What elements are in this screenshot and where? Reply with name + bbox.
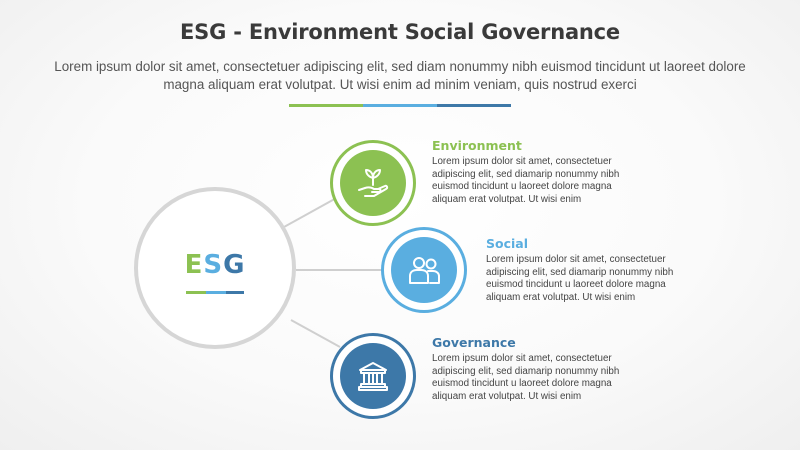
environment-title: Environment <box>432 138 522 153</box>
page-title: ESG - Environment Social Governance <box>180 20 620 44</box>
people-icon <box>409 257 440 284</box>
social-description: Lorem ipsum dolor sit amet, consectetuer… <box>486 254 674 303</box>
governance-title: Governance <box>432 335 516 350</box>
environment-description: Lorem ipsum dolor sit amet, consectetuer… <box>432 156 620 205</box>
connector-governance <box>290 319 341 348</box>
title-divider-light-blue <box>363 104 437 107</box>
connector-environment <box>283 195 341 228</box>
title-divider-green <box>289 104 363 107</box>
esg-underline-green <box>186 291 206 294</box>
esg-underline-dark-blue <box>226 291 244 294</box>
governance-description: Lorem ipsum dolor sit amet, consectetuer… <box>432 353 620 402</box>
title-divider-dark-blue <box>437 104 511 107</box>
social-title: Social <box>486 236 529 251</box>
esg-center-label: ESG <box>134 250 296 280</box>
esg-letter-g: G <box>223 250 246 280</box>
esg-letter-s: S <box>203 250 224 280</box>
esg-underline-light-blue <box>206 291 226 294</box>
esg-center-circle <box>134 187 296 349</box>
bank-building-icon <box>358 362 388 391</box>
page-subtitle: Lorem ipsum dolor sit amet, consectetuer… <box>54 59 746 92</box>
plant-hand-icon <box>358 169 389 197</box>
esg-letter-e: E <box>184 250 204 280</box>
